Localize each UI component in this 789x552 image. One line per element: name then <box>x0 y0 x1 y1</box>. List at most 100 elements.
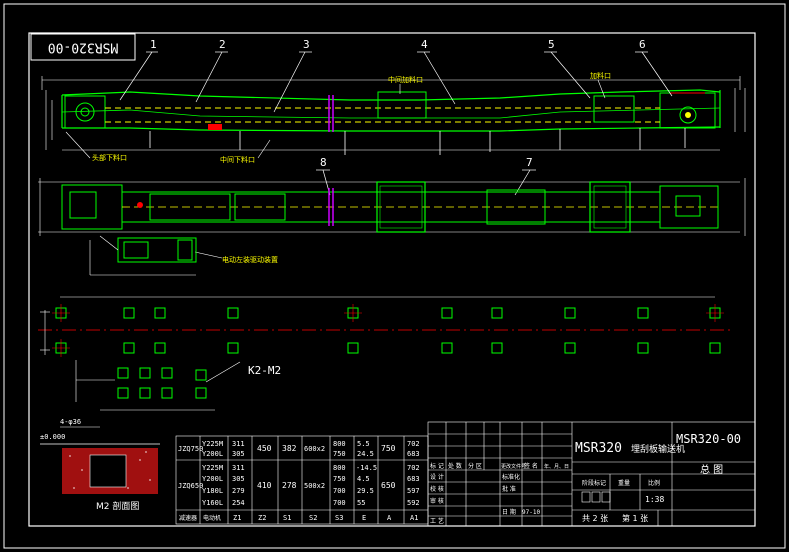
spec-e-b1: -14.5 <box>356 464 377 472</box>
sign-row-count: 处 数 <box>448 462 462 470</box>
balloon-leaders <box>119 51 673 196</box>
plan-view <box>38 178 746 276</box>
anchor-label: K2-M2 <box>248 364 281 377</box>
title-block <box>427 421 756 527</box>
sheet-number: 第 1 张 <box>622 513 648 523</box>
spec-header-s2: S2 <box>309 514 317 522</box>
spec-a1-b1: 702 <box>407 464 420 472</box>
spec-a1-b2: 683 <box>407 475 420 483</box>
sign-row-doc: 更改文件号 <box>501 463 526 470</box>
callout-mid-discharge: 中间下料口 <box>220 155 255 164</box>
spec-motor-b2: Y200L <box>202 475 223 483</box>
spec-motor-b4: Y160L <box>202 499 223 507</box>
outer-border <box>3 3 786 549</box>
date-value: 97-10 <box>522 509 540 516</box>
spec-a-a: 750 <box>381 444 396 453</box>
scale-header: 比例 <box>648 479 660 487</box>
elevation-label: ±0.000 <box>40 433 65 441</box>
spec-z2-b: 410 <box>257 481 272 490</box>
scale-value: 1:38 <box>645 495 664 504</box>
spec-header-s1: S1 <box>283 514 291 522</box>
spec-z1-b3: 279 <box>232 487 245 495</box>
spec-s3-b3: 700 <box>333 487 346 495</box>
sign-row-sign: 签 名 <box>524 462 538 470</box>
drawing-number-box-text: MSR320-00 <box>48 40 118 55</box>
spec-e-a2: 24.5 <box>357 450 374 458</box>
m2-section: ±0.000 4-φ36 M2 剖面图 <box>40 418 160 512</box>
sign-date: 日 期 <box>502 508 516 516</box>
spec-a-b: 650 <box>381 481 396 490</box>
sheet-name: 总 图 <box>700 463 723 476</box>
balloon-7: 7 <box>526 156 533 169</box>
callout-drive: 电动左装驱动装置 <box>222 255 278 264</box>
balloon-1: 1 <box>150 38 157 51</box>
callouts: 头部下料口 中间下料口 中间加料口 加料口 电动左装驱动装置 <box>65 71 611 264</box>
spec-table-text: JZQ750 Y225M Y200L 311 305 450 382 600x2… <box>178 440 420 522</box>
spec-s1-b: 278 <box>282 481 297 490</box>
spec-header-e: E <box>362 514 366 522</box>
drawing-number-box: MSR320-00 <box>30 33 136 61</box>
spec-e-b2: 4.5 <box>357 475 370 483</box>
spec-motor-b1: Y225M <box>202 464 223 472</box>
spec-z1-b2: 305 <box>232 475 245 483</box>
section-title: M2 剖面图 <box>96 500 139 512</box>
title-model: MSR320 <box>575 441 622 456</box>
spec-e-b3: 29.5 <box>357 487 374 495</box>
title-number: MSR320-00 <box>676 432 741 446</box>
spec-header-a: A <box>387 514 392 522</box>
sign-review: 审 核 <box>430 497 444 505</box>
sign-row-zone: 分 区 <box>468 462 482 470</box>
sign-approve: 批 准 <box>502 485 516 493</box>
spec-reducer-b: JZQ650 <box>178 482 203 490</box>
spec-a1-a2: 683 <box>407 450 420 458</box>
spec-s3-b2: 750 <box>333 475 346 483</box>
weight-header: 重量 <box>618 479 630 487</box>
spec-s2-b: 500x2 <box>304 482 325 490</box>
inner-border <box>28 32 756 527</box>
sign-check: 校 核 <box>430 485 444 493</box>
foundation-plan: K2-M2 <box>38 296 730 411</box>
spec-header-motor: 电动机 <box>203 514 221 522</box>
balloon-6: 6 <box>639 38 646 51</box>
spec-e-b4: 55 <box>357 499 365 507</box>
sign-design: 设 计 <box>430 473 444 481</box>
spec-z1-b1: 311 <box>232 464 245 472</box>
hole-label: 4-φ36 <box>60 418 81 426</box>
elevation-view <box>41 76 746 155</box>
spec-s3-a2: 750 <box>333 450 346 458</box>
spec-motor-a2: Y200L <box>202 450 223 458</box>
spec-e-a1: 5.5 <box>357 440 370 448</box>
callout-mid-feed: 中间加料口 <box>388 75 423 84</box>
sign-standard: 标准化 <box>502 473 520 481</box>
spec-header-s3: S3 <box>335 514 343 522</box>
spec-header-z2: Z2 <box>258 514 266 522</box>
title-name: 埋刮板输送机 <box>631 443 685 455</box>
title-block-text: MSR320-00 MSR320 埋刮板输送机 总 图 阶段标记 重量 比例 1… <box>430 432 741 525</box>
spec-z1-b4: 254 <box>232 499 245 507</box>
spec-header-z1: Z1 <box>233 514 241 522</box>
spec-header-a1: A1 <box>410 514 418 522</box>
spec-motor-a1: Y225M <box>202 440 223 448</box>
spec-reducer-a: JZQ750 <box>178 445 203 453</box>
spec-a1-b3: 597 <box>407 487 420 495</box>
spec-s3-a1: 800 <box>333 440 346 448</box>
spec-a1-a1: 702 <box>407 440 420 448</box>
sheet-total: 共 2 张 <box>582 514 608 523</box>
spec-a1-b4: 592 <box>407 499 420 507</box>
balloon-3: 3 <box>303 38 310 51</box>
spec-motor-b3: Y180L <box>202 487 223 495</box>
spec-header-reducer: 减速器 <box>179 514 197 522</box>
balloon-labels: 1 2 3 4 5 6 8 7 <box>150 38 646 169</box>
spec-z1-a2: 305 <box>232 450 245 458</box>
balloon-5: 5 <box>548 38 555 51</box>
balloon-8: 8 <box>320 156 327 169</box>
spec-s3-b1: 800 <box>333 464 346 472</box>
callout-feed: 加料口 <box>590 71 611 80</box>
balloon-2: 2 <box>219 38 226 51</box>
spec-s2-a: 600x2 <box>304 445 325 453</box>
spec-z2-a: 450 <box>257 444 272 453</box>
balloon-4: 4 <box>421 38 428 51</box>
spec-z1-a1: 311 <box>232 440 245 448</box>
spec-s1-a: 382 <box>282 444 297 453</box>
